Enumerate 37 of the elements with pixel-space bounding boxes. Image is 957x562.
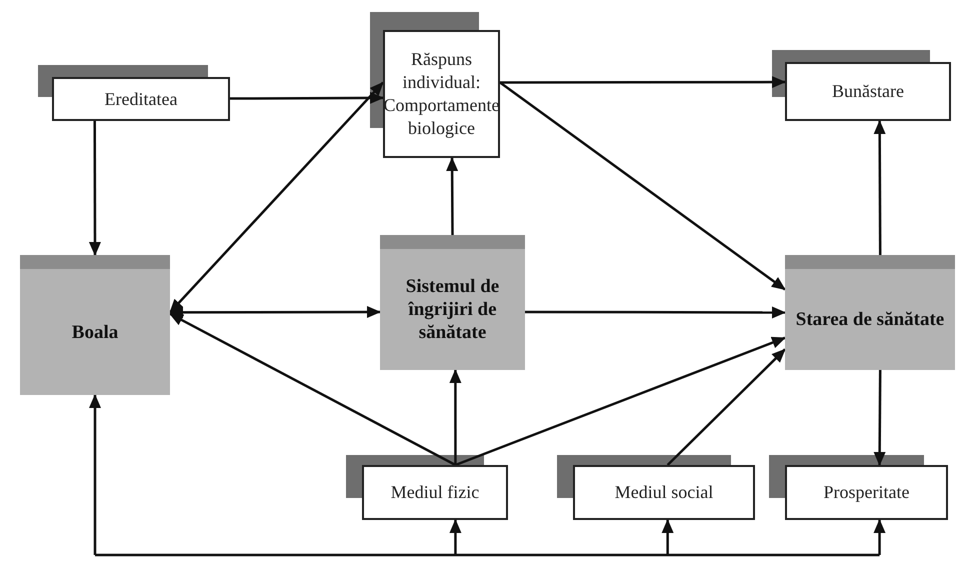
node-label: Bunăstare (832, 80, 904, 103)
node-label: Boala (72, 320, 118, 344)
arrow (449, 519, 462, 555)
node-label: Starea de sănătate (796, 308, 944, 331)
arrow (874, 370, 886, 466)
node-label: Ereditatea (104, 88, 178, 110)
node-label: Mediul social (614, 481, 714, 504)
connector-line (95, 554, 880, 556)
arrow (500, 76, 786, 88)
node-label: Sistemul de îngrijiri de sănătate (404, 275, 500, 344)
arrow (454, 336, 786, 466)
shaded-box (380, 235, 525, 370)
arrow (874, 120, 886, 255)
node-label: Mediul fizic (390, 481, 480, 504)
arrow (169, 82, 384, 314)
node-label: Răspuns individual: Comportamente biologice (384, 48, 500, 140)
arrow (446, 157, 458, 235)
arrow (449, 369, 462, 465)
arrow (662, 519, 674, 555)
arrow (666, 348, 786, 466)
arrow (88, 121, 101, 256)
text-box (785, 465, 948, 520)
text-box (52, 77, 230, 121)
arrow (525, 306, 786, 318)
text-box (383, 30, 500, 158)
arrow (230, 92, 384, 104)
arrow (89, 394, 101, 555)
text-box (573, 465, 755, 520)
arrow (874, 519, 886, 555)
shaded-box (785, 255, 955, 370)
arrow (169, 312, 456, 466)
arrow (499, 81, 786, 291)
text-box (362, 465, 508, 520)
node-label: Prosperitate (824, 481, 910, 504)
arrow (169, 306, 381, 318)
text-box (785, 62, 951, 121)
shaded-box (20, 255, 170, 395)
